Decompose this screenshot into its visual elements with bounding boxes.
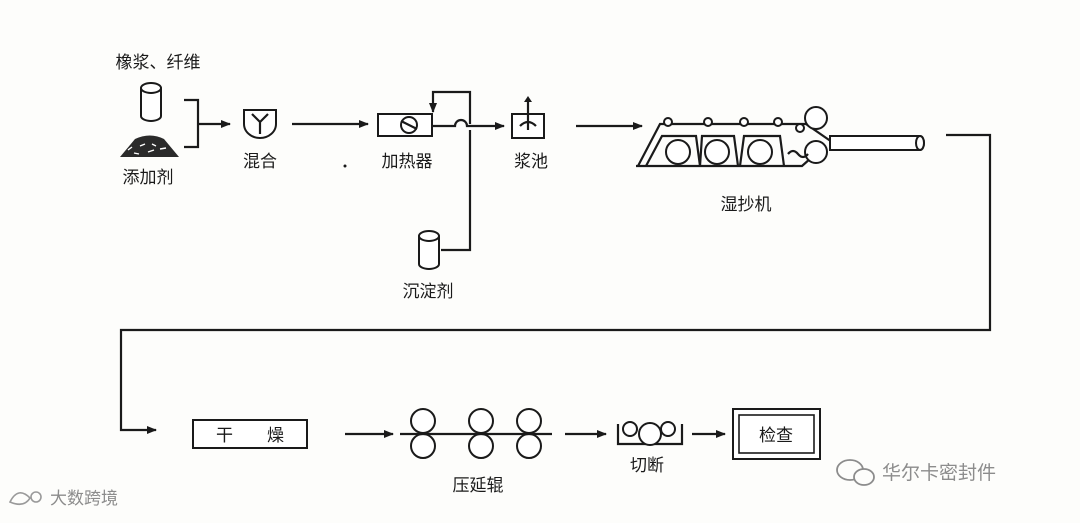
precipitant-feed-line (441, 130, 472, 252)
watermark-right: 华尔卡密封件 (882, 462, 996, 484)
calender-label: 压延辊 (453, 476, 504, 496)
precipitant-label: 沉淀剂 (403, 282, 454, 302)
drying-box (192, 419, 308, 449)
wet-machine-label: 湿抄机 (721, 195, 772, 215)
mixing-label: 混合 (243, 152, 277, 172)
raw-materials-label: 橡浆、纤维 (116, 53, 201, 73)
precipitant-cylinder-icon (418, 230, 440, 270)
wechat-icon (836, 459, 875, 486)
input-bracket (184, 98, 200, 149)
dot (343, 164, 347, 168)
drying-label: 干 燥 (216, 426, 284, 446)
calender-rolls-icon (400, 408, 552, 459)
heater-label: 加热器 (382, 152, 433, 172)
watermark-left: 大数跨境 (50, 489, 118, 509)
heater-outlet-line (432, 118, 470, 128)
cutter-icon (616, 421, 684, 446)
slurry-tank-icon (511, 96, 545, 139)
rubber-cylinder-icon (140, 82, 162, 122)
recirculation-line (429, 90, 472, 124)
inspection-label: 检查 (759, 426, 793, 446)
brand-logo-icon (8, 491, 42, 506)
mixer-icon (243, 109, 277, 139)
slurry-tank-label: 浆池 (514, 152, 548, 172)
heater-icon (377, 113, 433, 137)
inspection-box (732, 408, 821, 460)
additive-pile-icon (120, 135, 179, 157)
arrow-to-drying (119, 133, 992, 434)
wet-machine-icon (636, 106, 925, 168)
cutting-label: 切断 (630, 456, 664, 476)
additives-label: 添加剂 (123, 168, 174, 188)
